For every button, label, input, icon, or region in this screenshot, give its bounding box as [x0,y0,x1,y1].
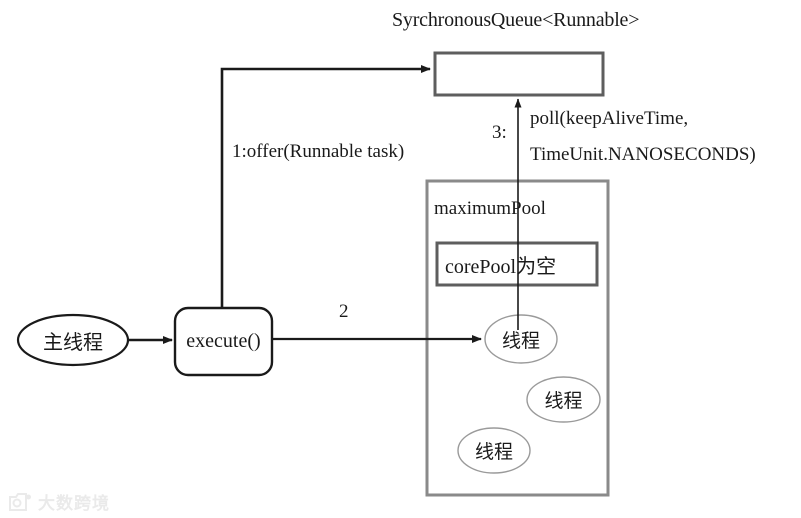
core-pool-box [435,241,599,287]
poll-edge-label-line1: poll(keepAliveTime, [530,108,689,129]
poll-step-number: 3: [492,122,507,143]
offer-edge-label: 1:offer(Runnable task) [232,141,405,162]
watermark-text: 大数跨境 [38,494,110,514]
synchronous-queue-title: SyrchronousQueue<Runnable> [392,9,640,31]
thread-ellipse-2 [526,376,601,423]
camera-logo-icon [9,492,31,511]
edge-offer-to-queue [220,65,431,308]
execute-edge-label: 2 [339,301,349,322]
maximum-pool-label: maximumPool [434,198,546,219]
thread-ellipse-3 [457,427,531,474]
main-thread-ellipse [16,313,130,367]
synchronous-queue-box [433,51,605,97]
thread-ellipse-1 [484,314,558,364]
execute-box [173,306,274,377]
watermark: 大数跨境 [8,489,110,514]
poll-edge-label-line2: TimeUnit.NANOSECONDS) [530,144,756,165]
